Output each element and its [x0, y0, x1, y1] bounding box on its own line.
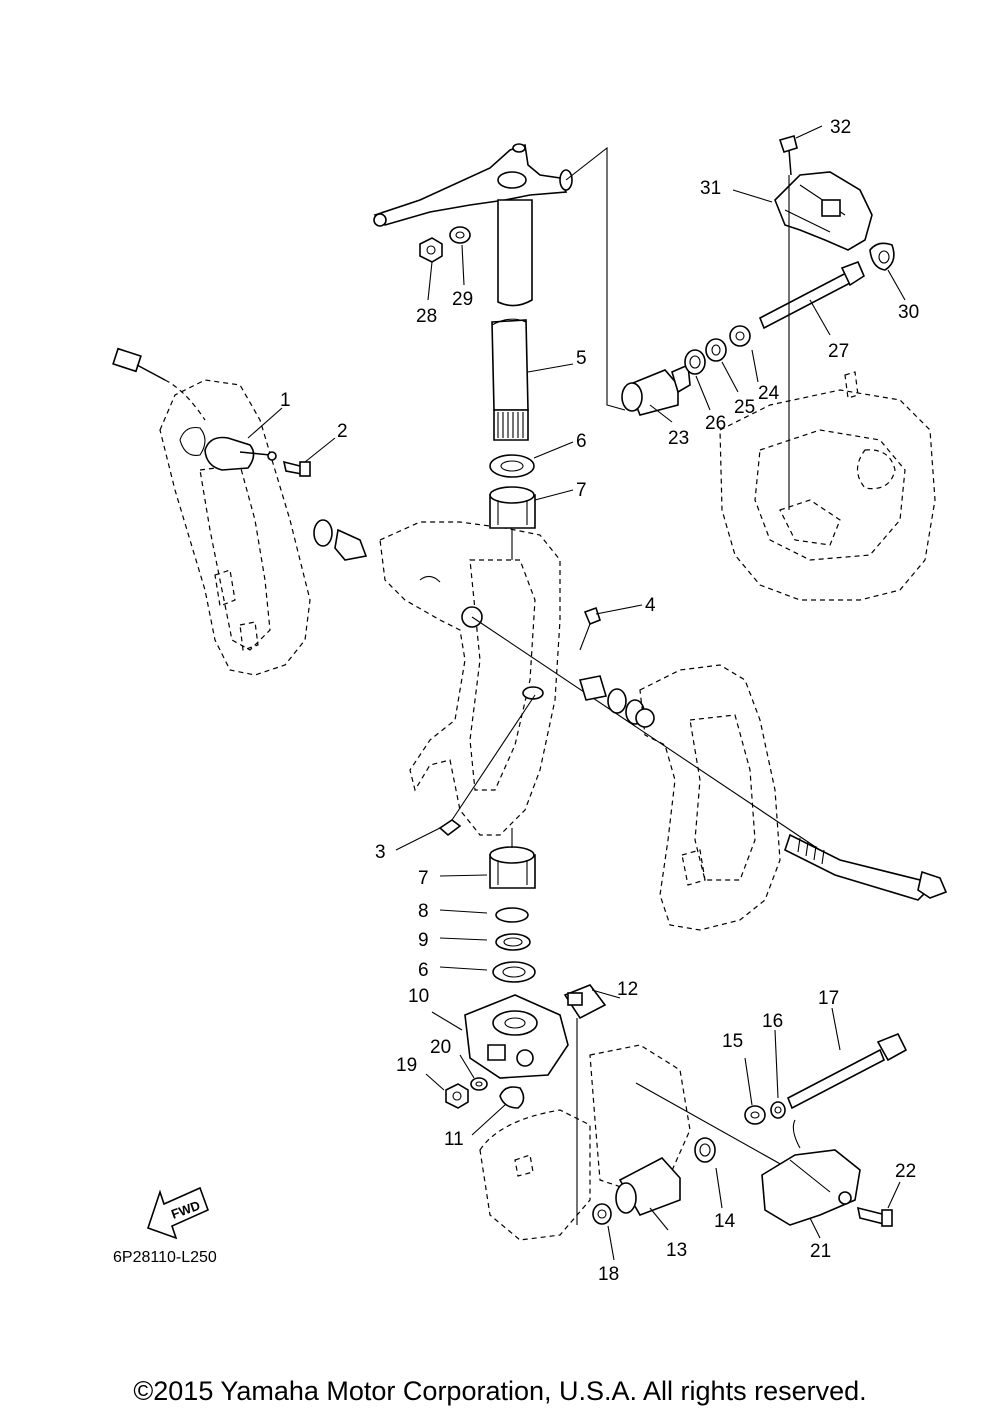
center-guide-line [565, 146, 626, 411]
callout-1: 1 [280, 390, 291, 411]
callout-29: 29 [452, 289, 473, 310]
callout-27: 27 [828, 341, 849, 362]
bushing-part-7-lower [489, 846, 536, 889]
callout-28: 28 [416, 306, 437, 327]
nut-part-28 [419, 237, 443, 263]
clip-part-11 [499, 1086, 525, 1109]
lower-guide-line [635, 1082, 801, 1176]
callout-4: 4 [645, 595, 656, 616]
steering-arm [373, 143, 573, 227]
bracket-part-21 [761, 1119, 861, 1226]
callout-9: 9 [418, 930, 429, 951]
nut-part-19 [445, 1083, 469, 1109]
washer-part-14 [694, 1137, 716, 1163]
washer-part-29 [449, 226, 471, 244]
callout-11: 11 [444, 1129, 464, 1150]
callout-10: 10 [408, 986, 429, 1007]
callout-6-lower: 6 [418, 960, 429, 981]
bolt-part-17 [786, 1032, 908, 1110]
callout-31: 31 [700, 178, 721, 199]
bracket-part-12 [563, 984, 607, 1020]
bushing-tilt-right [578, 675, 645, 725]
screw-part-3 [438, 694, 536, 837]
washer-part-25 [705, 338, 727, 362]
callout-19: 19 [396, 1055, 417, 1076]
washer-part-18 [592, 1203, 612, 1225]
washer-part-24 [729, 325, 751, 347]
callout-12: 12 [617, 979, 638, 1000]
fwd-arrow-icon: FWD [146, 1186, 210, 1240]
bolt-part-22 [856, 1206, 893, 1227]
lower-mount-bracket-part-10 [464, 994, 569, 1079]
callout-20: 20 [430, 1037, 451, 1058]
callout-32: 32 [830, 117, 851, 138]
grommet-part-30 [869, 242, 895, 271]
washer-part-20 [470, 1077, 488, 1091]
callout-18: 18 [598, 1264, 619, 1285]
damper-part-13 [615, 1157, 681, 1216]
callout-15: 15 [722, 1031, 743, 1052]
callout-30: 30 [898, 302, 919, 323]
callout-5: 5 [576, 348, 587, 369]
trim-sensor [204, 436, 277, 471]
washer-part-6-lower [492, 961, 536, 983]
tilt-rod [784, 833, 948, 901]
right-clamp-bracket [635, 664, 781, 931]
grease-nipple-part-4 [579, 606, 601, 651]
callout-26: 26 [705, 413, 726, 434]
rubber-damper-part-23 [621, 363, 691, 416]
wire-connector [112, 347, 206, 421]
diagram-code: 6P28110-L250 [113, 1249, 217, 1266]
callout-22: 22 [895, 1161, 916, 1182]
bolt-part-27 [758, 260, 866, 330]
washer-part-15 [744, 1105, 766, 1125]
copyright-notice: ©2015 Yamaha Motor Corporation, U.S.A. A… [133, 1376, 867, 1406]
callout-24: 24 [758, 383, 780, 404]
washer-part-9 [495, 933, 531, 951]
callout-2: 2 [337, 421, 348, 442]
callout-3: 3 [375, 842, 386, 863]
left-clamp-bracket [159, 379, 311, 676]
bushing-left [313, 519, 368, 561]
bolt-part-32 [778, 135, 798, 176]
callout-6-upper: 6 [576, 431, 587, 452]
o-ring-part-8 [495, 907, 529, 923]
bottom-cowling [719, 371, 936, 601]
callout-14: 14 [714, 1211, 736, 1232]
callout-labels: 1 2 3 4 5 6 6 7 7 8 9 10 11 12 13 14 15 … [280, 117, 919, 1285]
callout-17: 17 [818, 988, 839, 1009]
callout-21: 21 [810, 1241, 831, 1262]
leader-lines [247, 125, 906, 1261]
swivel-bracket [379, 521, 561, 836]
washer-part-16 [770, 1101, 786, 1119]
tilt-axis-line [471, 616, 821, 851]
washer-part-6-upper [489, 454, 535, 478]
bushing-part-7-upper [489, 486, 536, 529]
callout-7-lower: 7 [418, 868, 429, 889]
washer-part-26 [684, 349, 706, 375]
screw-part-2 [282, 460, 311, 477]
callout-25: 25 [734, 397, 755, 418]
callout-13: 13 [666, 1240, 687, 1261]
bracket-part-31 [774, 171, 873, 251]
callout-7-upper: 7 [576, 480, 587, 501]
steering-shaft [491, 199, 533, 441]
callout-8: 8 [418, 901, 429, 922]
callout-23: 23 [668, 428, 689, 449]
callout-16: 16 [762, 1011, 783, 1032]
